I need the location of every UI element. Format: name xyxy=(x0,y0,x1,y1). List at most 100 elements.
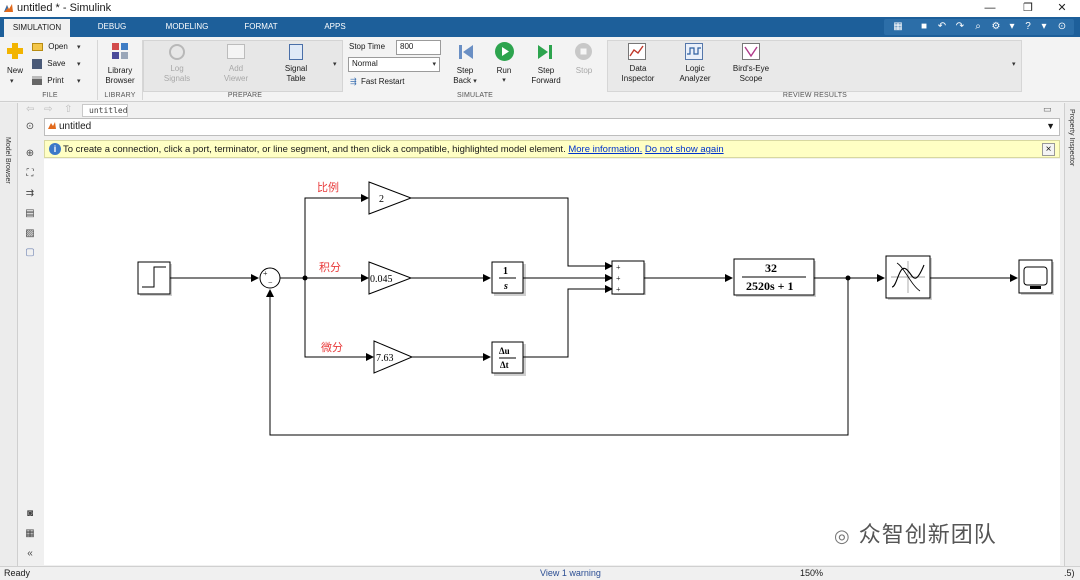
tab-debug[interactable]: DEBUG xyxy=(97,22,127,31)
address-dropdown-icon[interactable]: ▼ xyxy=(1046,121,1055,131)
add-viewer-label-1: Add xyxy=(228,64,244,73)
settings-quick-icon[interactable]: ⚙ xyxy=(991,21,1001,32)
back-arrow-icon[interactable]: ⇦ xyxy=(26,104,35,115)
tab-apps[interactable]: APPS xyxy=(324,22,346,31)
arrow-direction-icon[interactable]: ⇉ xyxy=(25,188,35,199)
model-browser-panel: Model Browser xyxy=(0,103,18,566)
new-dropdown-icon[interactable]: ▾ xyxy=(10,78,14,85)
stop-button[interactable]: Stop xyxy=(575,66,593,75)
annotation-icon[interactable]: ▤ xyxy=(25,208,35,219)
save-button[interactable]: Save xyxy=(32,59,65,69)
stop-time-input[interactable]: 800 xyxy=(396,40,441,55)
model-browser-tab[interactable]: Model Browser xyxy=(4,137,11,184)
tab-modeling[interactable]: MODELING xyxy=(165,22,209,31)
explorer-bar-icon[interactable]: ▭ xyxy=(1043,104,1052,114)
log-signals-button[interactable]: Log Signals xyxy=(158,64,196,84)
print-button[interactable]: Print xyxy=(32,76,64,86)
library-browser-label-1: Library xyxy=(107,66,133,75)
new-icon[interactable] xyxy=(5,41,25,63)
library-browser-icon[interactable] xyxy=(111,42,129,60)
watermark-text: ◎ 众智创新团队 xyxy=(834,517,997,549)
review-gallery-dropdown-icon[interactable]: ▾ xyxy=(1012,61,1016,68)
logic-analyzer-label-1: Logic xyxy=(685,64,705,73)
help-icon[interactable]: ? xyxy=(1025,21,1031,32)
screenshot-icon[interactable]: ◙ xyxy=(26,508,34,519)
integrator-block[interactable]: 1 s xyxy=(491,261,524,294)
derivative-block[interactable]: Δu Δt xyxy=(491,341,524,374)
editor-tab[interactable]: untitled xyxy=(82,104,128,117)
nonlinear-plant-block[interactable] xyxy=(885,255,931,299)
logic-analyzer-button[interactable]: Logic Analyzer xyxy=(672,64,718,84)
hide-show-browser-icon[interactable]: ⊙ xyxy=(25,121,35,132)
data-inspector-label-2: Inspector xyxy=(621,74,655,83)
library-browser-button[interactable]: Library Browser xyxy=(99,66,141,86)
feedback-wire[interactable] xyxy=(266,278,849,436)
step-back-button[interactable]: Step Back ▾ xyxy=(448,66,482,87)
add-viewer-button[interactable]: Add Viewer xyxy=(216,64,256,84)
forward-arrow-icon[interactable]: ⇨ xyxy=(44,104,53,115)
save-dropdown-icon[interactable]: ▾ xyxy=(77,61,81,68)
transfer-function-block[interactable]: 32 2520s + 1 xyxy=(733,258,815,296)
minimize-button[interactable]: — xyxy=(984,2,996,14)
data-inspector-button[interactable]: Data Inspector xyxy=(616,64,660,84)
step-forward-button[interactable]: Step Forward xyxy=(527,66,565,86)
property-inspector-tab[interactable]: Property Inspector xyxy=(1068,109,1075,167)
sum-block[interactable]: + − xyxy=(259,267,281,289)
wire-d-to-sum3[interactable] xyxy=(522,285,613,358)
dropdown-quick-icon[interactable]: ▾ xyxy=(1009,21,1015,32)
save-quick-icon[interactable]: ■ xyxy=(920,21,928,32)
branch-point[interactable] xyxy=(845,275,851,281)
branch-point[interactable] xyxy=(302,275,308,281)
run-button[interactable]: Run ▾ xyxy=(488,66,520,86)
zoom-quick-icon[interactable]: ⌕ xyxy=(975,21,981,32)
sum3-block[interactable]: + + + xyxy=(611,260,645,295)
wire-p-to-sum3[interactable] xyxy=(410,197,613,270)
group-label-review-results: REVIEW RESULTS xyxy=(782,92,848,99)
model-data-editor-icon[interactable]: ▦ xyxy=(25,528,35,539)
fast-restart-button[interactable]: ⇶ Fast Restart xyxy=(350,77,405,86)
address-bar[interactable]: untitled ▼ xyxy=(44,118,1060,136)
close-banner-button[interactable]: × xyxy=(1042,143,1055,156)
do-not-show-again-link[interactable]: Do not show again xyxy=(644,144,724,155)
group-label-simulate: SIMULATE xyxy=(456,92,494,99)
area-icon[interactable]: ▢ xyxy=(25,247,35,258)
scope-block[interactable] xyxy=(1018,259,1053,294)
open-dropdown-icon[interactable]: ▾ xyxy=(77,44,81,51)
ribbon-options-icon[interactable]: ⊙ xyxy=(1057,21,1067,32)
zoom-level: 150% xyxy=(800,568,824,578)
close-button[interactable]: ✕ xyxy=(1057,2,1067,14)
gain-p-block[interactable]: 2 xyxy=(368,181,413,215)
info-icon: i xyxy=(49,143,61,155)
simulation-mode-select[interactable]: Normal ▾ xyxy=(348,57,440,72)
tab-simulation[interactable]: SIMULATION xyxy=(4,17,70,37)
model-canvas[interactable]: + − 2 0.045 7.63 比例 积分 微分 1 s Δ xyxy=(44,159,1060,565)
tab-format[interactable]: FORMAT xyxy=(244,22,278,31)
help-dropdown-icon[interactable]: ▾ xyxy=(1041,21,1047,32)
restore-button[interactable]: ❐ xyxy=(1023,2,1033,14)
simulink-start-icon[interactable]: ▦ xyxy=(893,21,903,32)
fit-to-view-icon[interactable]: ⛶ xyxy=(26,168,34,179)
open-button[interactable]: Open xyxy=(32,42,68,51)
redo-icon[interactable]: ↷ xyxy=(955,21,965,32)
add-viewer-icon xyxy=(227,44,245,59)
simulation-mode-value: Normal xyxy=(352,59,378,68)
image-icon[interactable]: ▨ xyxy=(25,228,35,239)
signal-table-button[interactable]: Signal Table xyxy=(276,64,316,84)
up-arrow-icon[interactable]: ⇧ xyxy=(64,104,73,115)
wire-to-gain-p[interactable] xyxy=(304,194,369,278)
sum3-sign-2: + xyxy=(616,274,621,283)
more-information-link[interactable]: More information. xyxy=(568,144,643,155)
collapse-icon[interactable]: « xyxy=(27,548,33,559)
derivative-label: 微分 xyxy=(321,340,343,354)
view-warning-link[interactable]: View 1 warning xyxy=(540,568,601,578)
wire-to-gain-d[interactable] xyxy=(304,278,374,361)
gain-i-block[interactable]: 0.045 xyxy=(368,261,413,295)
gain-d-block[interactable]: 7.63 xyxy=(373,340,414,374)
step-block[interactable] xyxy=(137,261,171,295)
prepare-gallery-dropdown-icon[interactable]: ▾ xyxy=(333,61,337,68)
birds-eye-scope-button[interactable]: Bird's-Eye Scope xyxy=(726,64,776,84)
zoom-icon[interactable]: ⊕ xyxy=(25,148,35,159)
print-dropdown-icon[interactable]: ▾ xyxy=(77,78,81,85)
new-button[interactable]: New xyxy=(6,66,23,75)
undo-icon[interactable]: ↶ xyxy=(937,21,947,32)
